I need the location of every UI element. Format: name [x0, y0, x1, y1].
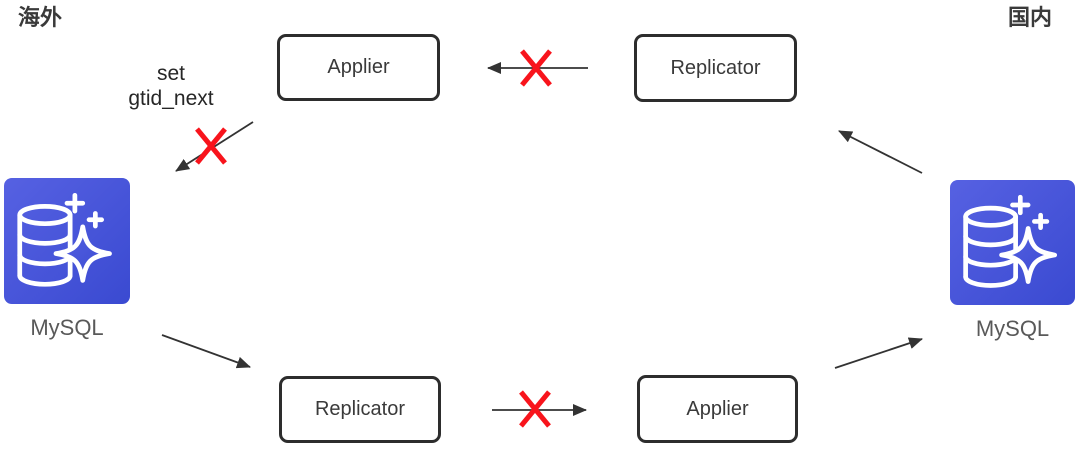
applier-bottom-box: Applier [637, 375, 798, 443]
applier-bottom-label: Applier [686, 397, 749, 420]
mysql-node-domestic: MySQL [950, 180, 1075, 342]
mysql-left-label: MySQL [30, 315, 104, 340]
arrow-applier-bottom-to-mysql-right [834, 337, 923, 369]
replicator-top-box: Replicator [634, 34, 797, 102]
arrow-mysql-right-to-replicator-top [838, 130, 923, 174]
mysql-right-label: MySQL [975, 316, 1050, 341]
arrow-mysql-left-to-replicator-bottom [161, 334, 251, 369]
blocked-x-icon-bottom [519, 390, 551, 428]
applier-top-box: Applier [277, 34, 440, 101]
replicator-bottom-box: Replicator [279, 376, 441, 443]
set-gtid-next-annotation: set gtid_next [128, 62, 214, 110]
region-label-domestic: 国内 [1008, 5, 1053, 30]
region-label-overseas: 海外 [18, 5, 63, 30]
blocked-x-icon-diagonal [195, 127, 227, 165]
applier-top-label: Applier [327, 56, 390, 78]
aurora-mysql-database-icon [4, 178, 130, 304]
replicator-bottom-label: Replicator [314, 398, 406, 420]
replicator-top-label: Replicator [670, 56, 761, 79]
aurora-mysql-database-icon [950, 180, 1075, 305]
mysql-node-overseas: MySQL [4, 178, 130, 341]
blocked-x-icon-top [520, 49, 552, 87]
